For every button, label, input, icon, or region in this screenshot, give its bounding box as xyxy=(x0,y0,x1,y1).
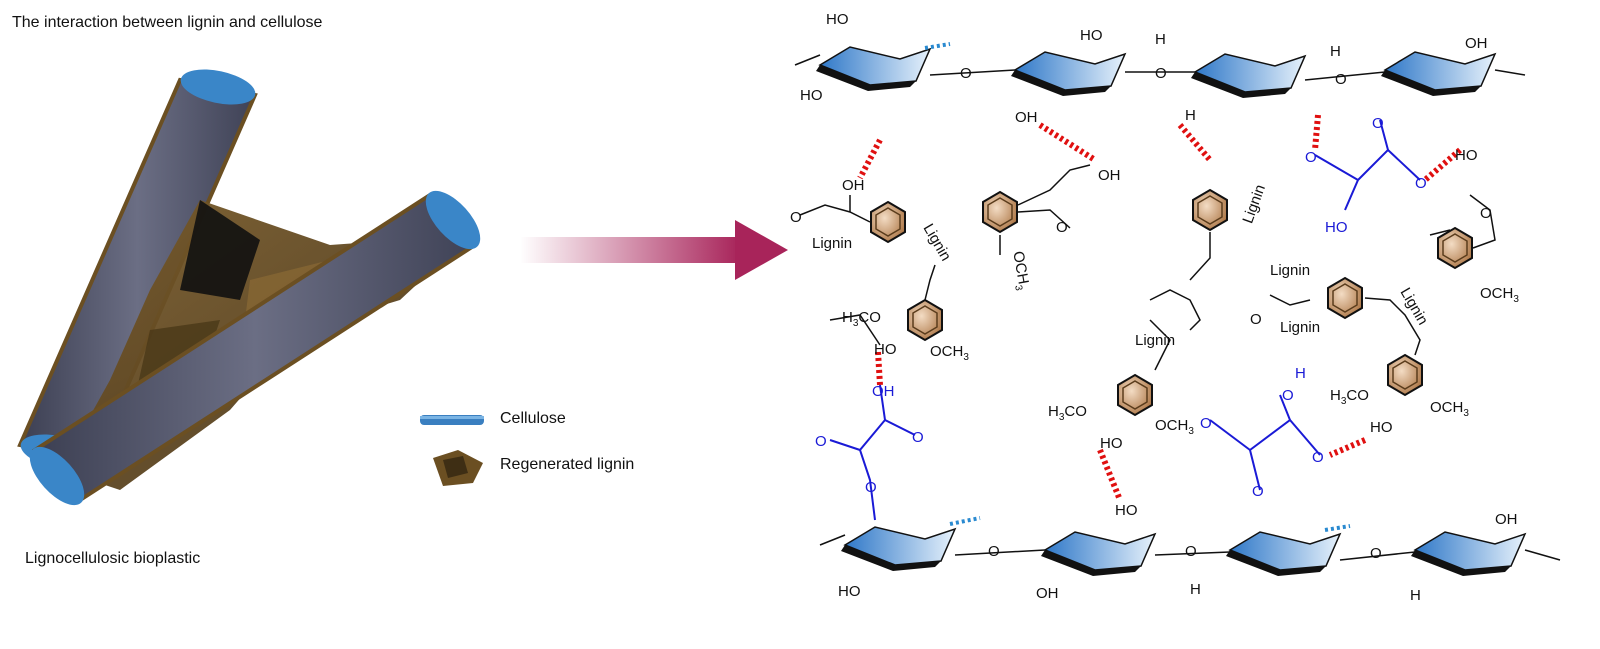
label-ho: HO xyxy=(1455,147,1478,164)
label-o: O xyxy=(815,433,827,450)
label-oh: OH xyxy=(1465,35,1488,52)
label-och3: OCH3 xyxy=(1155,417,1194,437)
oxalate-groups xyxy=(829,119,1421,521)
hydrogen-bonds xyxy=(857,114,1462,502)
label-ho: HO xyxy=(838,583,861,600)
label-o: O xyxy=(1415,175,1427,192)
hbond xyxy=(949,516,981,526)
label-oh: OH xyxy=(842,177,865,194)
hbond xyxy=(1324,524,1351,532)
label-h: H xyxy=(1330,43,1341,60)
hbond xyxy=(1038,122,1097,163)
cellulose-rod-front xyxy=(29,190,481,506)
methoxy-labels: OCH3 H3CO OCH3 H3CO OCH3 OCH3 H3CO OCH3 xyxy=(842,250,1519,437)
label-o: O xyxy=(1305,149,1317,166)
label-o: O xyxy=(1335,71,1347,88)
label-o: O xyxy=(1252,483,1264,500)
label-ho: HO xyxy=(1100,435,1123,452)
label-o: O xyxy=(1370,545,1382,562)
lignin-rings xyxy=(870,189,1473,416)
label-ho: HO xyxy=(826,11,849,28)
label-o: O xyxy=(1185,543,1197,560)
label-h3co: H3CO xyxy=(1048,403,1087,423)
label-o: O xyxy=(790,209,802,226)
label-lignin: Lignin xyxy=(920,221,955,264)
label-lignin: Lignin xyxy=(1239,182,1269,225)
label-o: O xyxy=(1200,415,1212,432)
figure-caption: Lignocellulosic bioplastic xyxy=(25,550,201,567)
label-o: O xyxy=(1480,205,1492,222)
label-ho: HO xyxy=(1080,27,1103,44)
label-och3: OCH3 xyxy=(1480,285,1519,305)
lignin-bonds xyxy=(799,164,1496,371)
label-och3: OCH3 xyxy=(1006,250,1033,292)
label-ho: HO xyxy=(1325,219,1348,236)
label-och3: OCH3 xyxy=(930,343,969,363)
lignin-sheet-icon xyxy=(433,450,483,486)
label-oh: OH xyxy=(1015,109,1038,126)
hbond xyxy=(1177,123,1213,162)
cellulose-rod-icon xyxy=(420,415,484,425)
hbond xyxy=(1312,114,1321,151)
label-h: H xyxy=(1410,587,1421,604)
figure-title: The interaction between lignin and cellu… xyxy=(12,14,323,31)
label-h3co: H3CO xyxy=(842,309,881,329)
hbond xyxy=(857,138,883,180)
label-o: O xyxy=(960,65,972,82)
label-oh: OH xyxy=(872,383,895,400)
label-oh: OH xyxy=(1495,511,1518,528)
label-lignin: Lignin xyxy=(1135,332,1175,349)
legend-label: Regenerated lignin xyxy=(500,456,635,473)
label-o: O xyxy=(1056,219,1068,236)
chemical-structure: HO HO O HO OH O H H O OH H HO OH HO O O … xyxy=(790,11,1561,604)
transition-arrow xyxy=(520,220,788,280)
label-ho: HO xyxy=(800,87,823,104)
label-o: O xyxy=(1372,115,1384,132)
label-lignin: Lignin xyxy=(1270,262,1310,279)
hbond xyxy=(1097,448,1123,502)
lignocellulose-illustration xyxy=(17,69,481,506)
label-o: O xyxy=(988,543,1000,560)
label-o: O xyxy=(1250,311,1262,328)
label-h: H xyxy=(1185,107,1196,124)
label-ho: HO xyxy=(1115,502,1138,519)
label-h: H xyxy=(1155,31,1166,48)
cellulose-hbonds xyxy=(924,42,1351,532)
cellulose-chain-bottom: HO OH HO O O O OH H H xyxy=(819,502,1561,604)
label-lignin: Lignin xyxy=(1397,285,1432,328)
label-h: H xyxy=(1295,365,1306,382)
label-oh: OH xyxy=(1098,167,1121,184)
label-o: O xyxy=(1155,65,1167,82)
label-ho: HO xyxy=(1370,419,1393,436)
legend-label: Cellulose xyxy=(500,410,566,427)
label-h: H xyxy=(1190,581,1201,598)
hbond xyxy=(1423,147,1462,183)
label-o: O xyxy=(1312,449,1324,466)
label-lignin: Lignin xyxy=(812,235,852,252)
cellulose-chain-top: HO HO O HO OH O H H O OH H xyxy=(794,11,1526,126)
label-o: O xyxy=(865,479,877,496)
label-och3: OCH3 xyxy=(1430,399,1469,419)
label-lignin: Lignin xyxy=(1280,319,1320,336)
label-h3co: H3CO xyxy=(1330,387,1369,407)
hbond xyxy=(1328,437,1367,458)
label-ho: HO xyxy=(874,341,897,358)
label-o: O xyxy=(912,429,924,446)
oxalate-labels: O O O HO OH O O O O O O H O xyxy=(815,115,1427,500)
label-oh: OH xyxy=(1036,585,1059,602)
hbond xyxy=(924,42,951,50)
label-o: O xyxy=(1282,387,1294,404)
